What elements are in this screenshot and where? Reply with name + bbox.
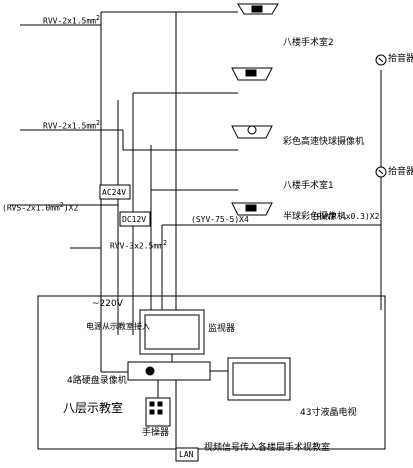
rvv-mid-text: RVV-2x1.5mm xyxy=(43,121,96,131)
ac24v-box xyxy=(99,184,131,200)
dc12v-label: DC12V xyxy=(122,215,147,224)
power-voltage-label: ~220V xyxy=(92,299,123,309)
rvs-sup: 2 xyxy=(59,201,64,209)
speaker-label-top: 拾音器 xyxy=(388,54,413,64)
rvs-text: (RVS-2x1.0mm xyxy=(2,203,60,213)
rvv-lower-text: RVV-3x2.5mm xyxy=(110,241,163,251)
rvv-mid-sup: 2 xyxy=(95,119,100,127)
rvv-top-text: RVV-2x1.5mm xyxy=(43,16,96,26)
speaker-symbol-bottom xyxy=(375,166,387,178)
rvv-lower-label: RVV-3x2.5mm2 xyxy=(110,240,167,251)
lcd-label: 43寸液晶电视 xyxy=(300,408,357,418)
speaker-label-bottom: 拾音器 xyxy=(388,167,413,177)
dvr-knob xyxy=(145,366,155,376)
camera-top xyxy=(237,3,279,15)
fixed-camera-label: 半球彩色摄像机 xyxy=(283,212,347,222)
speaker-symbol-top xyxy=(375,54,387,66)
lcd-screen xyxy=(232,362,286,396)
video-out-label: 视频信号传入各楼层手术视教室 xyxy=(204,443,331,453)
ac24v-label: AC24V xyxy=(102,188,127,197)
rvs-tail: )X2 xyxy=(63,203,79,213)
rvv-lower-sup: 2 xyxy=(162,239,167,247)
keyboard-key xyxy=(149,409,155,415)
keyboard-key xyxy=(149,401,155,407)
keyboard-label: 手操器 xyxy=(142,428,170,438)
keyboard-key xyxy=(157,409,163,415)
syv-label: (SYV-75-5)X4 xyxy=(191,215,249,224)
camera-fixed xyxy=(231,202,273,216)
dc12v-box xyxy=(119,211,151,227)
dome-camera-label: 彩色高速快球摄像机 xyxy=(283,137,365,147)
keyboard-key xyxy=(157,401,163,407)
power-source-label: 电源从示教室接入 xyxy=(86,322,150,331)
rvv-mid-label: RVV-2x1.5mm2 xyxy=(43,120,100,131)
classroom-frame xyxy=(37,295,386,450)
or1-label: 八楼手术室1 xyxy=(283,181,334,191)
rvvp-label: (RVVP 4x0.3)X2 xyxy=(312,212,380,221)
rvv-top-sup: 2 xyxy=(95,14,100,22)
camera-dome xyxy=(231,125,273,139)
classroom-label: 八层示教室 xyxy=(63,401,124,415)
monitor-screen xyxy=(144,314,200,350)
dvr-label: 4路硬盘录像机 xyxy=(67,376,127,386)
monitor-label: 监视器 xyxy=(208,324,236,334)
dvr-body xyxy=(127,361,211,381)
rvv-top-label: RVV-2x1.5mm2 xyxy=(43,15,100,26)
camera-or2 xyxy=(231,67,273,81)
lan-box xyxy=(175,447,199,462)
lan-label: LAN xyxy=(179,450,194,459)
or2-label: 八楼手术室2 xyxy=(283,38,334,48)
rvs-label: (RVS-2x1.0mm2)X2 xyxy=(2,202,78,213)
